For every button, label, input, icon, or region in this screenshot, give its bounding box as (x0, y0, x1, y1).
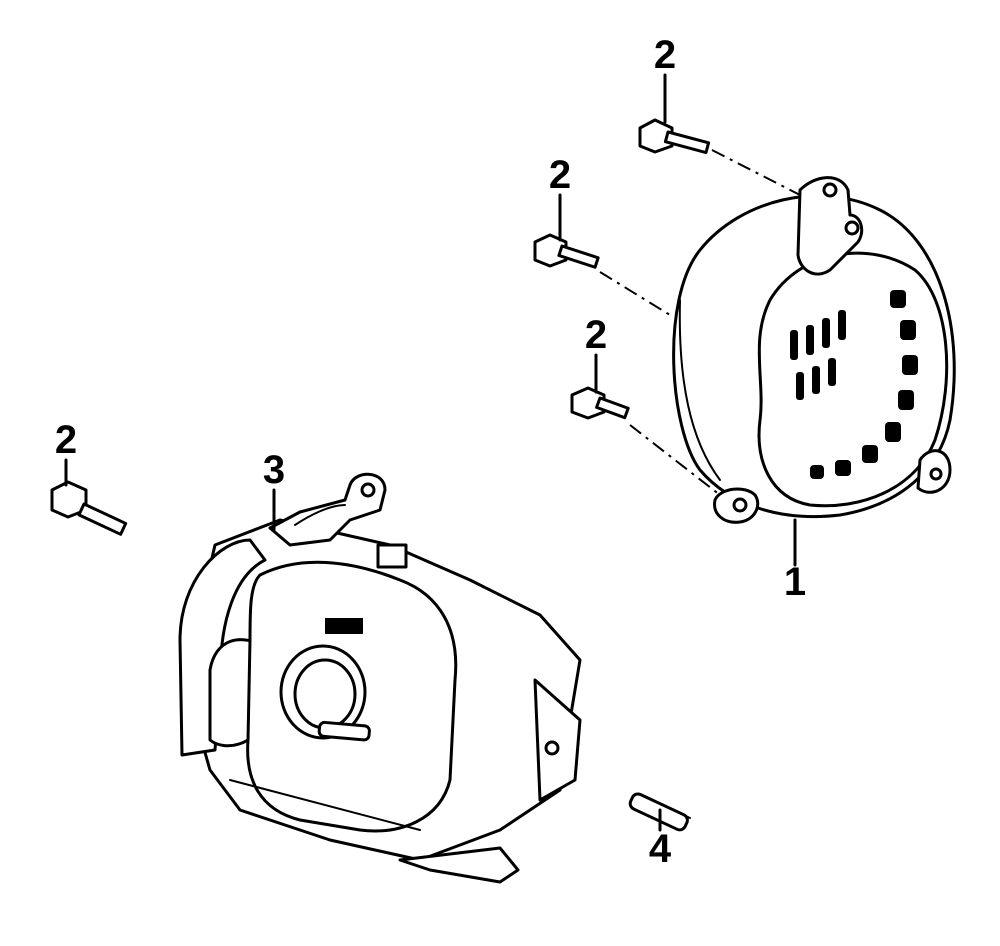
fan-cover-part (672, 176, 956, 524)
alignment-lines (599, 149, 801, 496)
bolt-upper-left (533, 233, 600, 269)
bolt-top (638, 118, 711, 155)
callout-2-top: 2 (654, 33, 676, 77)
callout-1: 1 (784, 560, 806, 604)
callout-2-upper: 2 (549, 153, 571, 197)
callout-4: 4 (649, 827, 672, 871)
callout-2-middle: 2 (585, 313, 607, 357)
bolt-middle (570, 386, 630, 420)
bolt-far-left (50, 480, 128, 536)
callout-3: 3 (263, 448, 285, 492)
vent-slots (790, 290, 918, 479)
shroud-part (178, 472, 582, 884)
callout-2-left: 2 (55, 418, 77, 462)
leader-lines (64, 73, 797, 832)
